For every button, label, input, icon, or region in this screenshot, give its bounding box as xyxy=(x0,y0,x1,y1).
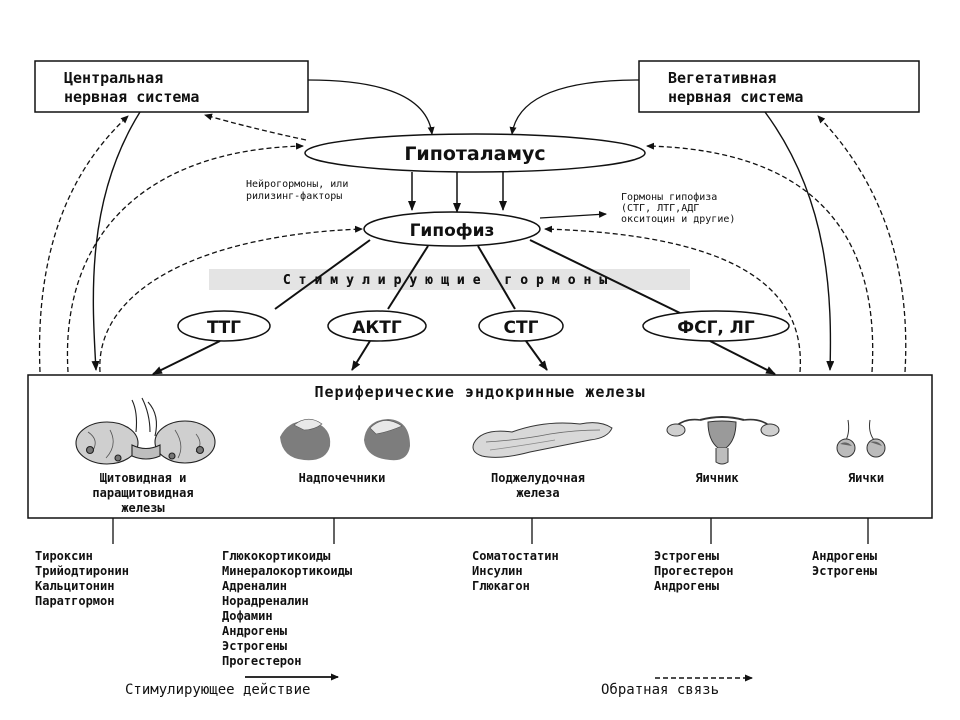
gland-name-ovary: Яичник xyxy=(695,471,739,485)
stg-label: СТГ xyxy=(504,318,539,338)
gland-name-pancreas: Поджелудочная железа xyxy=(491,471,585,500)
hormone-item: Кальцитонин xyxy=(35,579,115,593)
svg-text:железы: железы xyxy=(121,501,165,515)
gland-name-adrenal: Надпочечники xyxy=(299,471,386,485)
ovary-illustration xyxy=(666,416,780,465)
gland-name-thyroid: Щитовидная и паращитовидная железы xyxy=(92,471,193,515)
pituitary-hormones-arrow xyxy=(539,210,607,219)
cns-box: Центральная нервная система xyxy=(34,60,309,113)
stimulating-hormones-label: Стимулирующие гормоны xyxy=(283,273,615,288)
pituitary-to-aktg-line xyxy=(387,245,429,310)
neurohormones-label-2: рилизинг-факторы xyxy=(246,190,342,202)
thyroid-hormones-list: Тироксин Трийодтиронин Кальцитонин Парат… xyxy=(35,549,129,609)
legend-stimulating-label: Стимулирующее действие xyxy=(125,682,311,698)
hormone-item: Трийодтиронин xyxy=(35,564,129,578)
cns-to-glands-arrow xyxy=(91,111,141,371)
hormone-item: Норадреналин xyxy=(222,594,309,608)
feedback-glands-to-hypothalamus-left-arrow xyxy=(66,142,304,373)
hormone-item: Эстрогены xyxy=(812,564,878,578)
hormone-item: Паратгормон xyxy=(35,594,115,608)
adrenal-illustration xyxy=(280,418,410,461)
hormone-item: Минералокортикоиды xyxy=(222,564,353,578)
cns-to-hypothalamus-arrow xyxy=(307,79,435,135)
cns-label-1: Центральная xyxy=(64,69,163,87)
feedback-hypothalamus-to-cns-arrow xyxy=(204,113,307,141)
stg-to-pancreas-arrow xyxy=(525,340,548,371)
feedback-glands-to-hypothalamus-right-arrow xyxy=(646,142,874,373)
feedback-glands-to-ans-arrow xyxy=(817,115,907,373)
hormone-item: Глюкагон xyxy=(472,579,530,593)
adrenal-hormones-list: Глюкокортикоиды Минералокортикоиды Адрен… xyxy=(222,549,352,669)
ovary-hormones-list: Эстрогены Прогестерон Андрогены xyxy=(654,549,733,594)
hormone-item: Прогестерон xyxy=(222,654,302,668)
aktg-label: АКТГ xyxy=(352,318,402,338)
svg-text:Щитовидная и: Щитовидная и xyxy=(100,471,187,485)
ttg-label: ТТГ xyxy=(207,318,241,338)
hypothalamus-node: Гипоталамус xyxy=(304,133,646,173)
fsg-lg-label: ФСГ, ЛГ xyxy=(677,318,755,338)
hormone-item: Глюкокортикоиды xyxy=(222,549,331,563)
gland-name-testes: Яички xyxy=(848,471,884,485)
ttg-node: ТТГ xyxy=(177,310,271,342)
hormone-item: Адреналин xyxy=(222,579,288,593)
pancreas-hormones-list: Соматостатин Инсулин Глюкагон xyxy=(472,549,559,594)
stimulating-hormones-label-overlay: Стимулирующие гормоны xyxy=(283,273,615,288)
aktg-to-adrenal-arrow xyxy=(351,340,371,371)
hormone-item: Инсулин xyxy=(472,564,523,578)
neurohormones-label-1: Нейрогормоны, или xyxy=(246,178,348,190)
pituitary-hormones-label-3: окситоцин и другие) xyxy=(621,214,735,225)
pituitary-node: Гипофиз xyxy=(363,211,541,247)
pituitary-label: Гипофиз xyxy=(410,221,495,241)
pancreas-illustration xyxy=(472,422,613,458)
ans-label-2: нервная система xyxy=(668,88,803,106)
hormone-item: Дофамин xyxy=(222,609,273,623)
ans-label-1: Вегетативная xyxy=(668,69,776,87)
svg-text:Яички: Яички xyxy=(848,471,884,485)
feedback-glands-to-pituitary-right-arrow xyxy=(544,225,802,373)
svg-text:железа: железа xyxy=(516,486,559,500)
aktg-node: АКТГ xyxy=(327,310,427,342)
hormone-item: Эстрогены xyxy=(654,549,720,563)
ttg-to-thyroid-arrow xyxy=(152,340,221,375)
stimulating-hormones-band: Стимулирующие гормоны xyxy=(209,269,690,290)
testes-illustration xyxy=(836,419,886,458)
svg-text:Поджелудочная: Поджелудочная xyxy=(491,471,585,485)
stg-node: СТГ xyxy=(478,310,564,342)
pituitary-to-fsg-line xyxy=(529,239,681,314)
pituitary-hormones-label-2: (СТГ, ЛТГ,АДГ xyxy=(621,203,699,214)
svg-text:Яичник: Яичник xyxy=(695,471,739,485)
svg-text:Надпочечники: Надпочечники xyxy=(299,471,386,485)
hormone-item: Андрогены xyxy=(222,624,288,638)
peripheral-glands-title: Периферические эндокринные железы xyxy=(314,383,645,401)
hormone-item: Соматостатин xyxy=(472,549,559,563)
ans-to-glands-arrow xyxy=(764,111,835,371)
hormone-item: Прогестерон xyxy=(654,564,734,578)
hormone-item: Андрогены xyxy=(654,579,720,593)
fsg-lg-node: ФСГ, ЛГ xyxy=(642,310,790,342)
pituitary-to-ttg-line xyxy=(274,239,371,310)
pituitary-to-stg-line xyxy=(477,245,516,310)
cns-label-2: нервная система xyxy=(64,88,199,106)
ans-box: Вегетативная нервная система xyxy=(638,60,920,113)
pituitary-hormones-label-1: Гормоны гипофиза xyxy=(621,191,717,203)
hypothalamus-label: Гипоталамус xyxy=(404,143,545,165)
testes-hormones-list: Андрогены Эстрогены xyxy=(812,549,877,579)
feedback-glands-to-pituitary-left-arrow xyxy=(99,225,363,373)
svg-text:паращитовидная: паращитовидная xyxy=(92,486,193,500)
legend-feedback-label: Обратная связь xyxy=(601,682,720,698)
fsg-to-gonads-arrow xyxy=(709,340,776,375)
feedback-glands-to-cns-arrow xyxy=(38,115,129,373)
hormone-item: Андрогены xyxy=(812,549,878,563)
hormone-item: Эстрогены xyxy=(222,639,288,653)
hormone-item: Тироксин xyxy=(35,549,93,563)
ans-to-hypothalamus-arrow xyxy=(509,79,640,135)
thyroid-illustration xyxy=(75,397,216,465)
